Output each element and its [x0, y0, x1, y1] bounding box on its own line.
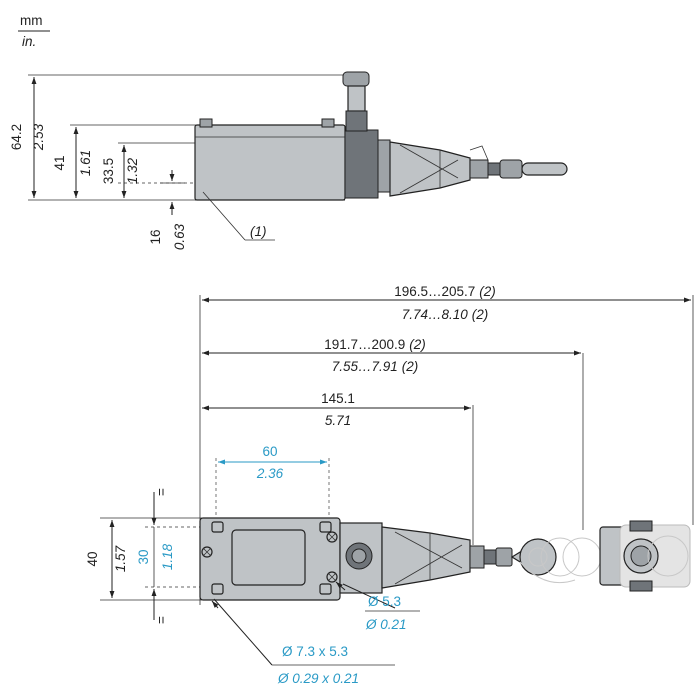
actuator-arm-top [381, 526, 471, 589]
dim-60: 60 [262, 444, 277, 459]
equal-mark-bottom: = [154, 616, 169, 624]
side-view: 64.2 2.53 41 1.61 33.5 1.32 16 0.63 (1) [9, 71, 568, 250]
dim-41: 41 [52, 155, 67, 170]
dim-30: 30 [136, 549, 151, 564]
dim-2-53: 2.53 [31, 123, 46, 151]
actuator-arm-side [389, 141, 471, 197]
dim-16: 16 [148, 229, 163, 244]
dim-64-2: 64.2 [9, 124, 24, 150]
dim-33-5: 33.5 [101, 158, 116, 184]
hole-slot-in: Ø 0.29 x 0.21 [277, 671, 359, 686]
dim-1-18: 1.18 [160, 543, 175, 570]
dim-1-57: 1.57 [113, 545, 128, 572]
plunger-cap [342, 71, 370, 87]
hole-round-mm: Ø 5.3 [368, 594, 401, 609]
unit-in: in. [22, 34, 36, 49]
roller-rod-side [521, 162, 568, 176]
switch-body-side [194, 124, 346, 201]
note-1: (1) [250, 224, 267, 239]
dim-2-36: 2.36 [256, 466, 284, 481]
dim-191-7: 191.7…200.9(2) [324, 337, 426, 352]
roller [519, 538, 557, 576]
top-view: 196.5…205.7(2) 7.74…8.10(2) 191.7…200.9(… [85, 284, 694, 686]
equal-mark-top: = [154, 488, 169, 496]
dim-1-32: 1.32 [125, 157, 140, 184]
dim-0-63: 0.63 [172, 223, 187, 250]
dim-7-55: 7.55…7.91(2) [332, 359, 419, 374]
dim-7-74: 7.74…8.10(2) [402, 307, 489, 322]
dim-196-5: 196.5…205.7(2) [394, 284, 496, 299]
hole-slot-mm: Ø 7.3 x 5.3 [282, 644, 348, 659]
dim-145-1: 145.1 [321, 391, 355, 406]
hole-round-in: Ø 0.21 [365, 617, 407, 632]
unit-mm: mm [20, 13, 43, 28]
dim-1-61: 1.61 [78, 150, 93, 176]
dim-40: 40 [85, 551, 100, 566]
dim-5-71: 5.71 [325, 413, 351, 428]
units-legend: mm in. [18, 13, 50, 49]
